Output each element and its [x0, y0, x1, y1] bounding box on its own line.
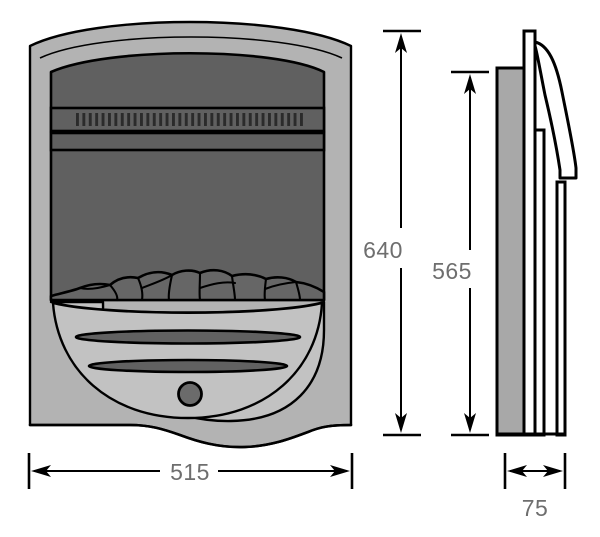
side-body-panel	[495, 66, 526, 437]
dim-565-arrow-top	[464, 74, 476, 94]
bezel-inner-arc	[39, 36, 343, 59]
control-knob[interactable]	[177, 381, 203, 407]
vent-slot	[268, 113, 271, 126]
vent-slot	[140, 113, 143, 126]
side-view	[495, 29, 578, 437]
apron-slot-upper	[74, 329, 302, 345]
vent-slot	[146, 113, 150, 126]
vent-slot	[274, 113, 278, 126]
vent-slot	[152, 113, 156, 126]
vent-slot	[178, 113, 182, 126]
side-curved-bracket	[533, 40, 578, 180]
vent-slot	[204, 113, 207, 126]
coal-bed	[49, 268, 326, 302]
dimension-width-overall: 515	[27, 453, 354, 489]
vent-slot	[223, 113, 227, 126]
vent-slot	[114, 113, 118, 126]
vent-slot	[300, 113, 303, 126]
side-rear-flange	[555, 180, 567, 437]
lower-trim-bar	[49, 131, 326, 152]
vent-slot	[216, 113, 220, 126]
vent-slot	[127, 113, 131, 126]
vent-slot	[191, 113, 195, 126]
front-view	[28, 20, 353, 449]
vent-slot	[95, 113, 99, 126]
dimension-depth-overall: 75	[503, 453, 567, 521]
vent-slot	[108, 113, 111, 126]
vent-slot	[82, 113, 86, 126]
vent-slot	[88, 113, 92, 126]
vent-slot-strip	[76, 113, 303, 126]
vent-slot	[287, 113, 291, 126]
dimension-height-body: 565	[432, 70, 489, 437]
dim-640-label: 640	[363, 237, 403, 263]
vent-slot	[210, 113, 214, 126]
dimension-height-overall: 640	[363, 29, 421, 437]
vent-slot	[133, 113, 137, 126]
glass-window	[49, 52, 326, 302]
vent-slot	[236, 113, 239, 126]
dim-75-label: 75	[522, 495, 549, 521]
dim-565-label: 565	[432, 258, 472, 284]
dim-515-label: 515	[170, 459, 210, 485]
vent-slot	[120, 113, 124, 126]
vent-slot	[261, 113, 265, 126]
dim-640-arrow-bottom	[395, 413, 407, 433]
dim-75-arrow-left	[507, 465, 527, 477]
vent-slot	[229, 113, 233, 126]
vent-slot	[172, 113, 175, 126]
dim-565-arrow-bottom	[464, 413, 476, 433]
apron-slot-lower	[87, 358, 289, 374]
vent-slot	[242, 113, 246, 126]
dim-515-arrow-left	[31, 465, 51, 477]
vent-slot	[165, 113, 169, 126]
dim-515-arrow-right	[330, 465, 350, 477]
dim-640-arrow-top	[395, 33, 407, 53]
dim-75-arrow-right	[543, 465, 563, 477]
side-inner-strip	[533, 128, 546, 437]
vent-slot	[293, 113, 297, 126]
vent-slot	[76, 113, 79, 126]
vent-slot	[101, 113, 105, 126]
vent-slot	[255, 113, 259, 126]
vent-slot	[280, 113, 284, 126]
side-front-frame	[522, 29, 537, 437]
vent-slot	[184, 113, 188, 126]
vent-slot	[197, 113, 201, 126]
scalloped-base	[28, 423, 353, 449]
vent-slot	[159, 113, 163, 126]
vent-slot	[248, 113, 252, 126]
